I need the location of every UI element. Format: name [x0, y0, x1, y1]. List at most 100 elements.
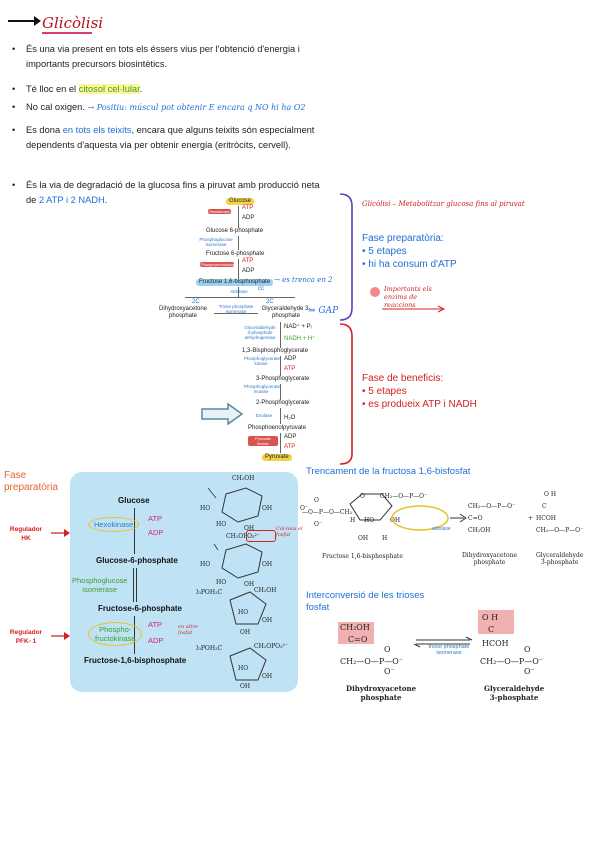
- bullet-item: • És una via present en tots els éssers v…: [12, 42, 330, 71]
- svg-text:O: O: [314, 497, 319, 504]
- dhap-label: Dihydroxyacetone phosphate: [462, 552, 517, 566]
- pw-bpg: 1,3-Bisphosphoglycerate: [242, 348, 309, 354]
- svg-text:H: H: [350, 517, 355, 524]
- bullet-item: •Es dona en tots els teixits, encara que…: [12, 123, 330, 152]
- pw-enzyme-aldolase: Aldolase: [230, 289, 248, 294]
- tpi-label-2: isomerase: [436, 650, 462, 656]
- dhap-label-1: Dihydroxyacetone: [462, 552, 518, 559]
- pw-enzyme-hexokinase: Hexokinase: [208, 209, 231, 214]
- bullet-item: •No cal oxigen. → Positiu: múscul pot ob…: [12, 100, 330, 116]
- pw-factor-2c-b: 2C: [266, 299, 274, 305]
- tpi-label: triose phosphate isomerase: [424, 644, 474, 656]
- pw-gap: Glyceraldehyde 3-phosphate: [261, 306, 311, 319]
- svg-text:O: O: [384, 645, 391, 654]
- svg-text:CH₂OPO₃²⁻: CH₂OPO₃²⁻: [254, 643, 288, 650]
- svg-text:O⁻: O⁻: [314, 521, 322, 528]
- pw-factor-2c-a: 2C: [192, 299, 200, 305]
- svg-text:OH: OH: [262, 505, 272, 512]
- dhap-label-2: phosphate: [473, 559, 506, 566]
- svg-text:O H: O H: [482, 613, 498, 622]
- bullet-dot: •: [12, 125, 16, 135]
- gap-label-2: 3-phosphate: [540, 559, 579, 566]
- tpi-label-1: triose phosphate: [428, 644, 470, 650]
- dhap2-label-2: phosphate: [360, 693, 402, 702]
- pw-enzyme-pgi: Phosphoglucose isomerase: [199, 237, 233, 247]
- bullet-text-part: 2 ATP i 2 NADH: [38, 194, 105, 205]
- regulator-hk-arrow-icon: [51, 529, 70, 537]
- bullet-text-part: → Positiu: múscul pot obtenir E encara q…: [87, 103, 306, 112]
- bullet-text-part: No cal oxigen.: [26, 102, 88, 112]
- svg-text:O H: O H: [544, 491, 556, 498]
- svg-text:OH: OH: [240, 683, 250, 690]
- svg-text:C: C: [488, 625, 494, 634]
- svg-text:—O—P—O—CH₂: —O—P—O—CH₂: [302, 509, 353, 516]
- svg-text:OH: OH: [244, 581, 254, 588]
- svg-text:CH₂—O—P—O⁻: CH₂—O—P—O⁻: [536, 527, 583, 534]
- phase-brackets: [339, 193, 353, 465]
- svg-text:OH: OH: [262, 673, 272, 680]
- gap2-label-1: Glyceraldehyde: [484, 684, 545, 693]
- regulator-hk-line1: Regulador: [9, 526, 43, 533]
- ll-adp2: ADP: [148, 636, 164, 645]
- pw-enzyme-enolase: Enolase: [255, 413, 273, 418]
- svg-text:O⁻: O⁻: [384, 667, 395, 676]
- svg-text:O: O: [360, 493, 365, 500]
- svg-text:CH₂—O—P—O⁻: CH₂—O—P—O⁻: [380, 493, 427, 500]
- pw-enzyme-pk: Pyruvate kinase: [248, 436, 278, 446]
- page-title: Glicòlisi: [42, 14, 104, 32]
- enzyme-note-dot: [370, 287, 380, 297]
- svg-text:OH: OH: [262, 561, 272, 568]
- ll-adp1: ADP: [148, 528, 164, 537]
- ll-hand-note-1: Col·loca el fosfat: [276, 526, 303, 538]
- bullet-dot: •: [12, 180, 16, 190]
- benefit-phase-item-1: • 5 etapes: [362, 386, 407, 397]
- pw-line-2: [238, 236, 239, 250]
- pw-atp4: ATP: [284, 444, 296, 450]
- pw-adp4: ADP: [284, 434, 297, 440]
- glycolysis-pathway: Glucose Hexokinase ATP ADP Glucose 6-pho…: [150, 196, 350, 464]
- pw-pyruvate: Pyruvate: [262, 454, 292, 461]
- pw-atp1: ATP: [242, 205, 254, 211]
- interconv-title-1: Interconversió de les trioses: [306, 590, 425, 601]
- pw-line-3: [238, 259, 239, 279]
- ll-atp1: ATP: [148, 514, 163, 523]
- dhap2-label-1: Dihydroxyacetone: [346, 684, 417, 693]
- ll-hand-note-2: en altre fosfat: [178, 624, 198, 636]
- enzyme-note-arrow-icon: [382, 305, 446, 313]
- dhap2-label: Dihydroxyacetone phosphate: [346, 684, 416, 702]
- gap2-label-2: 3-phosphate: [489, 693, 539, 702]
- regulator-pfk-line2: PFK- 1: [15, 638, 37, 645]
- bullet-text: És una via present en tots els éssers vi…: [26, 42, 330, 71]
- svg-text:C=O: C=O: [348, 635, 368, 644]
- svg-text:CH₂—O—P—O⁻: CH₂—O—P—O⁻: [340, 657, 403, 666]
- bullet-text-part: És una via present en tots els éssers vi…: [26, 44, 300, 69]
- pw-note-f16: → es trenca en 2: [274, 276, 333, 284]
- bullet-dot: •: [12, 84, 16, 94]
- bullet-dot: •: [12, 44, 16, 54]
- ll-line-2: [133, 568, 134, 602]
- pw-line-4: [238, 287, 239, 297]
- ll-highlight-phosphate: [246, 530, 276, 542]
- svg-text:HO: HO: [216, 521, 226, 528]
- prep-phase-item-2: • hi ha consum d'ATP: [362, 259, 457, 270]
- bullet-text-part: Té lloc en el: [26, 84, 79, 94]
- svg-text:CH₂OH: CH₂OH: [468, 527, 490, 534]
- pw-pep: Phosphoenolpyruvate: [248, 425, 307, 431]
- svg-text:CH₂OPO₃²⁻: CH₂OPO₃²⁻: [226, 533, 260, 540]
- pw-adp2: ADP: [242, 268, 255, 274]
- ll-line-1: [134, 508, 135, 554]
- pw-enzyme-gapdh: Glyceraldehyde 3-phosphate dehydrogenase: [244, 325, 276, 340]
- triose-interconversion: CH₂OH C=O CH₂—O—P—O⁻ OO⁻ O H C HCOH CH₂—…: [338, 610, 543, 676]
- pw-line-9: [280, 433, 281, 453]
- svg-text:OH: OH: [390, 517, 400, 524]
- pw-tpi-arrow: [214, 313, 258, 314]
- ll-pfk-line2: fructokinase: [95, 634, 136, 643]
- pw-h2o: H₂O: [284, 415, 296, 421]
- svg-text:H: H: [382, 535, 387, 542]
- svg-text:CH₂OH: CH₂OH: [340, 623, 370, 632]
- bullet-text-part: en tots els teixits: [62, 125, 132, 135]
- benefit-phase-title: Fase de beneficis:: [362, 373, 444, 384]
- f16bp-label: Fructose 1,6-bisphosphate: [322, 553, 403, 560]
- pw-nadh: NADH + H⁺: [284, 336, 316, 342]
- pw-enzyme-pgm: Phosphoglycerate mutase: [244, 384, 281, 394]
